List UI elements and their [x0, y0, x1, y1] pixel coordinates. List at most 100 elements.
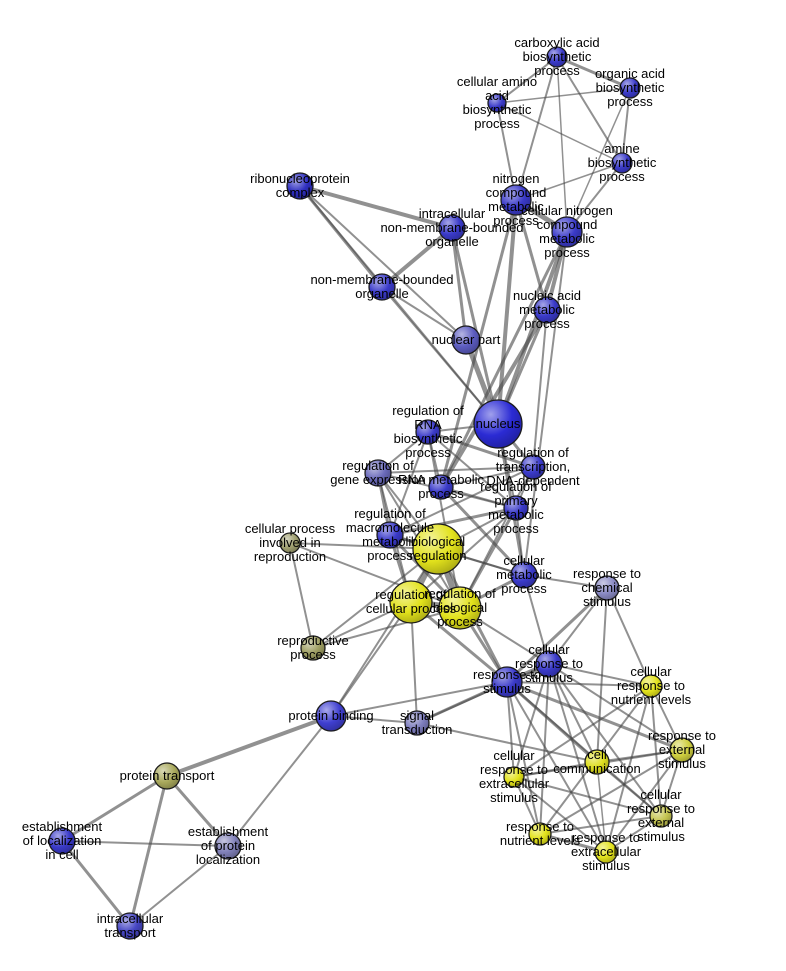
graph-node-signal_transduction[interactable]: signal transduction [404, 710, 430, 736]
graph-node-nucleus[interactable]: nucleus [473, 399, 523, 449]
graph-edge-cellular_response--resp_external [548, 663, 683, 751]
edges-layer [60, 55, 684, 928]
graph-node-resp_nutrient[interactable]: response to nutrient levels [528, 822, 552, 846]
graph-edge-protein_transport--intracellular_transport [128, 774, 169, 928]
graph-edge-response_stimulus--cellular_resp_nutrient [506, 681, 652, 687]
graph-node-protein_transport[interactable]: protein transport [153, 762, 181, 790]
graph-edge-cellular_resp_nutrient--cellular_resp_external [650, 685, 662, 817]
graph-edge-response_chemical--response_stimulus [505, 586, 609, 684]
graph-edge-reg_transcription--reg_macromolecule [389, 466, 534, 536]
graph-node-cellular_response[interactable]: cellular response to stimulus [535, 650, 563, 678]
graph-node-response_chemical[interactable]: response to chemical stimulus [594, 575, 620, 601]
graph-node-response_stimulus[interactable]: response to stimulus [491, 666, 523, 698]
graph-edge-nucleic_acid--reg_transcription [532, 309, 548, 468]
graph-node-nuclear_part[interactable]: nuclear part [451, 325, 481, 355]
graph-edge-cell_comm--resp_extracellular [596, 761, 607, 853]
graph-edge-carboxylic--amine [556, 56, 623, 164]
graph-edge-protein_binding--est_protein_localization [227, 715, 332, 847]
graph-edge-organic--cellular_amino [496, 87, 631, 104]
graph-edge-resp_external--resp_nutrient [539, 749, 683, 835]
graph-node-nucleic_acid[interactable]: nucleic acid metabolic process [533, 296, 561, 324]
graph-node-reg_cellular[interactable]: regulation of cellular process [389, 580, 433, 624]
graph-edge-cellular_nitrogen--nucleus [496, 230, 569, 426]
graph-node-cellular_metabolic[interactable]: cellular metabolic process [510, 561, 538, 589]
graph-edge-cell_comm--signal_transduction [416, 722, 598, 763]
graph-edge-response_stimulus--signal_transduction [415, 680, 509, 725]
graph-edge-cell_process_repro--reproductive [289, 542, 314, 649]
graph-edge-est_localization_cell--est_protein_localization [61, 840, 229, 847]
graph-edge-reg_biological--reproductive [312, 607, 461, 649]
graph-edge-cellular_metabolic--response_chemical [523, 574, 608, 589]
graph-edge-nitrogen--nucleic_acid [514, 198, 549, 312]
graph-node-biological_regulation[interactable]: biological regulation [412, 523, 464, 575]
graph-edge-carboxylic--cellular_nitrogen [556, 56, 568, 233]
graph-edge-est_localization_cell--intracellular_transport [60, 839, 132, 928]
graph-node-protein_binding[interactable]: protein binding [315, 700, 347, 732]
graph-edge-reg_primary--reg_macromolecule [388, 506, 518, 537]
graph-node-cellular_resp_extracellular[interactable]: cellular response to extracellular stimu… [503, 766, 525, 788]
graph-edge-carboxylic--nitrogen [515, 56, 558, 201]
graph-edge-reg_transcription--rna_metabolic [440, 466, 534, 488]
graph-edge-est_protein_localization--intracellular_transport [129, 845, 229, 927]
graph-edge-cellular_response--cellular_resp_nutrient [548, 663, 652, 687]
graph-node-reg_macromolecule[interactable]: regulation of macromolecule metabolic pr… [376, 521, 404, 549]
graph-node-est_protein_localization[interactable]: establishment of protein localization [214, 832, 242, 860]
graph-edge-reg_rna--reg_transcription [426, 430, 535, 469]
graph-node-nmb_organelle[interactable]: non-membrane-bounded organelle [368, 273, 396, 301]
graph-node-organic[interactable]: organic acid biosynthetic process [619, 77, 641, 99]
graph-node-reg_primary[interactable]: regulation of primary metabolic process [503, 495, 529, 521]
graph-edge-protein_transport--est_protein_localization [165, 774, 230, 848]
graph-node-reg_transcription[interactable]: regulation of transcription, DNA-depende… [520, 454, 546, 480]
graph-node-cellular_resp_external[interactable]: cellular response to external stimulus [649, 804, 673, 828]
graph-edge-cellular_response--cell_comm [548, 663, 598, 763]
graph-node-reg_rna[interactable]: regulation of RNA biosynthetic process [415, 419, 441, 445]
graph-edge-ribonucleoprotein--nuclear_part [299, 185, 467, 341]
graph-edge-protein_binding--protein_transport [165, 714, 333, 778]
graph-node-rna_metabolic[interactable]: RNA metabolic process [428, 474, 454, 500]
graph-edge-response_stimulus--resp_nutrient [506, 681, 541, 835]
graph-edge-nmb_organelle--nuclear_part [381, 286, 467, 341]
graph-node-cellular_resp_nutrient[interactable]: cellular response to nutrient levels [639, 674, 663, 698]
graph-edge-cell_comm--cellular_resp_external [596, 761, 662, 817]
graph-node-intracellular_transport[interactable]: intracellular transport [116, 912, 144, 940]
graph-edge-organic--cellular_nitrogen [566, 87, 631, 233]
graph-node-cell_comm[interactable]: cell communication [584, 749, 610, 775]
graph-node-resp_extracellular[interactable]: response to extracellular stimulus [594, 840, 618, 864]
graph-node-intracellular_organelle[interactable]: intracellular non-membrane-bounded organ… [438, 214, 466, 242]
graph-node-cellular_nitrogen[interactable]: cellular nitrogen compound metabolic pro… [551, 216, 583, 248]
graph-edge-response_stimulus--resp_extracellular [506, 681, 607, 853]
graph-node-resp_external[interactable]: response to external stimulus [669, 737, 695, 763]
graph-edge-carboxylic--organic [555, 55, 632, 90]
graph-node-carboxylic[interactable]: carboxylic acid biosynthetic process [546, 46, 568, 68]
graph-node-amine[interactable]: amine biosynthetic process [611, 152, 633, 174]
graph-edge-response_stimulus--resp_external [505, 680, 684, 752]
graph-edge-cellular_response--resp_nutrient [539, 663, 550, 835]
graph-edge-carboxylic--cellular_amino [496, 56, 558, 104]
graph-edge-protein_transport--est_localization_cell [60, 774, 169, 843]
nodes-layer: carboxylic acid biosynthetic process orga… [48, 46, 695, 940]
graph-node-reg_gene_expression[interactable]: regulation of gene expression [364, 459, 392, 487]
graph-node-cell_process_repro[interactable]: cellular process involved in reproductio… [279, 532, 301, 554]
graph-edge-response_stimulus--protein_binding [330, 681, 508, 717]
graph-node-est_localization_cell[interactable]: establishment of localization in cell [48, 827, 76, 855]
graph-node-cellular_amino[interactable]: cellular amino acid biosynthetic process [487, 93, 507, 113]
graph-edge-amine--nitrogen [515, 162, 623, 201]
graph-node-reproductive[interactable]: reproductive process [300, 635, 326, 661]
graph-node-ribonucleoprotein[interactable]: ribonucleoprotein complex [286, 172, 314, 200]
graph-node-nitrogen[interactable]: nitrogen compound metabolic process [500, 184, 532, 216]
graph-edge-intracellular_organelle--nuclear_part [450, 226, 468, 342]
graph-edge-reg_rna--reg_macromolecule [389, 431, 429, 536]
graph-edge-biological_regulation--protein_binding [330, 548, 439, 717]
graph-edge-cellular_resp_nutrient--cellular_resp_extracellular [513, 685, 652, 778]
graph-edge-cellular_metabolic--cellular_response [523, 574, 550, 665]
graph-edge-reg_primary--reg_cellular [410, 507, 517, 603]
graph-node-reg_biological[interactable]: regulation of biological process [438, 586, 482, 630]
graph-edge-rna_metabolic--reg_primary [440, 486, 517, 509]
graph-edge-nmb_organelle--nucleus [381, 286, 499, 425]
graph-edge-ribonucleoprotein--intracellular_organelle [298, 184, 454, 230]
graph-edge-organic--amine [621, 87, 631, 164]
graph-edge-reg_cellular--protein_binding [330, 601, 412, 717]
